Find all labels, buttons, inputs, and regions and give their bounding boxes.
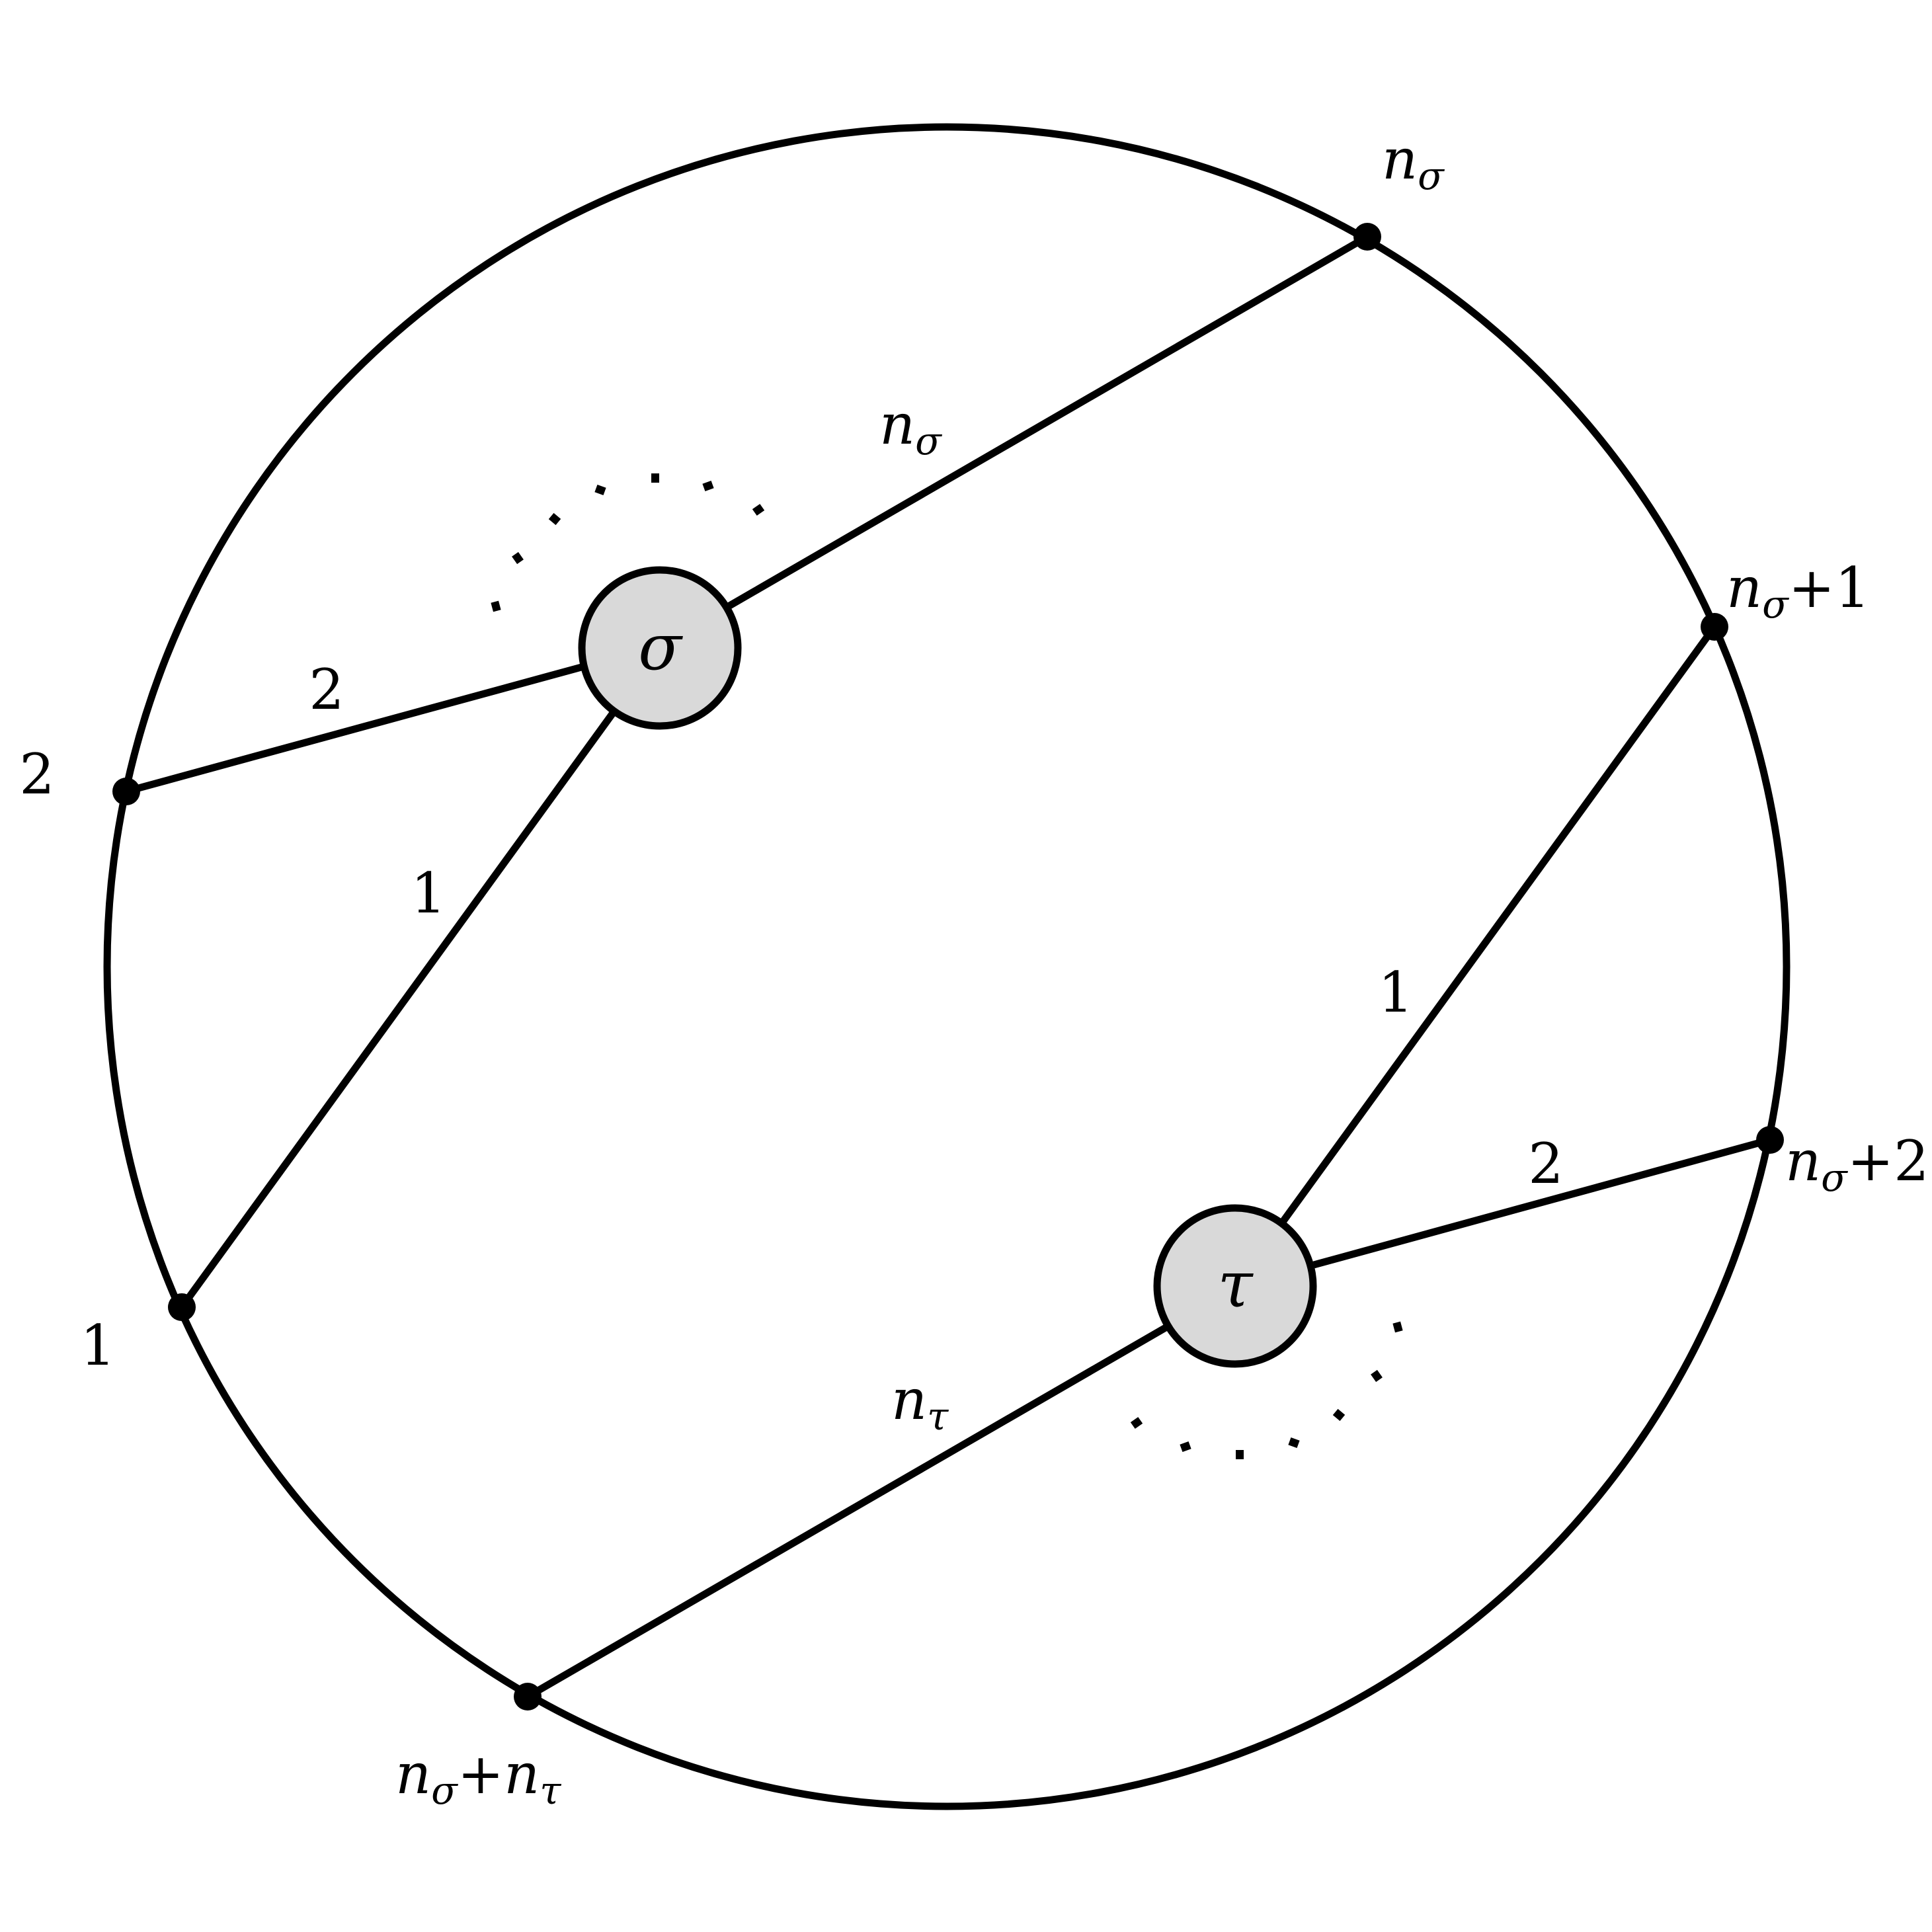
edge-label-tau-n-sub: τ	[927, 1394, 949, 1439]
edge-label-sigma-n: nσ	[879, 392, 942, 463]
boundary-point-n-sigma-plus-n-tau	[514, 1683, 542, 1711]
boundary-label-n-sigma-plus-2-sub: σ	[1821, 1155, 1848, 1200]
edge-tau-to-point-n-sigma-plus-1	[1279, 624, 1718, 1225]
edge-label-sigma-2: 2	[309, 657, 344, 722]
boundary-label-n-sigma-plus-n-tau: nσ+nτ	[395, 1742, 561, 1813]
boundary-point-n-sigma-plus-1	[1701, 613, 1728, 641]
edge-sigma-to-point-2	[125, 663, 585, 795]
boundary-label-n-sigma-plus-n-tau-base: n	[395, 1742, 431, 1806]
edge-label-tau-2: 2	[1528, 1131, 1563, 1196]
edge-label-sigma-n-sub: σ	[915, 419, 942, 463]
boundary-label-n-sigma-plus-n-tau-base2: n	[504, 1742, 540, 1806]
boundary-label-n-sigma-plus-1-sub: σ	[1762, 582, 1789, 627]
edge-label-sigma-1: 1	[411, 861, 446, 926]
boundary-label-n-sigma-plus-1: nσ+1	[1726, 555, 1871, 627]
tau-ellipsis-dots	[1130, 1321, 1403, 1459]
edge-label-tau-1: 1	[1378, 960, 1413, 1025]
edge-sigma-to-point-1	[179, 709, 617, 1310]
boundary-label-n-sigma-plus-n-tau-plus: +	[458, 1742, 504, 1806]
vertex-tau-disk	[1153, 1204, 1317, 1368]
boundary-label-n-sigma-plus-n-tau-sub2: τ	[540, 1768, 561, 1813]
vertex-sigma-disk	[578, 566, 742, 730]
vertex-sigma: σ	[578, 566, 742, 730]
boundary-label-n-sigma-plus-2-rest: +2	[1847, 1129, 1929, 1193]
boundary-point-2	[112, 778, 140, 805]
boundary-point-1	[168, 1293, 196, 1321]
boundary-label-2: 2	[19, 742, 54, 807]
boundary-label-1: 1	[80, 1313, 115, 1378]
outer-boundary-circle	[103, 123, 1791, 1810]
boundary-label-n-sigma-plus-n-tau-sub: σ	[431, 1768, 458, 1813]
boundary-label-n-sigma-base: n	[1382, 127, 1418, 192]
edge-sigma-to-point-n-sigma	[725, 233, 1369, 610]
edge-tau-to-point-n-sigma-plus-2	[1312, 1136, 1771, 1269]
boundary-label-n-sigma-sub: σ	[1418, 153, 1445, 198]
boundary-label-n-sigma-plus-1-rest: +1	[1789, 555, 1871, 620]
boundary-label-n-sigma: nσ	[1382, 127, 1445, 198]
vertex-sigma-symbol: σ	[638, 610, 683, 684]
edge-tau-to-point-n-sigma-plus-n-tau	[526, 1322, 1171, 1700]
vertex-tau: τ	[1153, 1204, 1317, 1368]
boundary-point-n-sigma-plus-2	[1756, 1126, 1784, 1154]
sigma-ellipsis-dots	[491, 473, 765, 612]
boundary-label-n-sigma-plus-1-base: n	[1726, 555, 1762, 620]
edge-label-tau-n: nτ	[891, 1367, 949, 1439]
boundary-label-n-sigma-plus-2-base: n	[1785, 1129, 1821, 1193]
edge-label-sigma-n-base: n	[879, 392, 915, 457]
boundary-label-n-sigma-plus-2: nσ+2	[1785, 1129, 1929, 1200]
edge-label-tau-n-base: n	[891, 1367, 927, 1432]
vertex-tau-symbol: τ	[1217, 1248, 1254, 1322]
boundary-point-n-sigma	[1353, 223, 1381, 251]
